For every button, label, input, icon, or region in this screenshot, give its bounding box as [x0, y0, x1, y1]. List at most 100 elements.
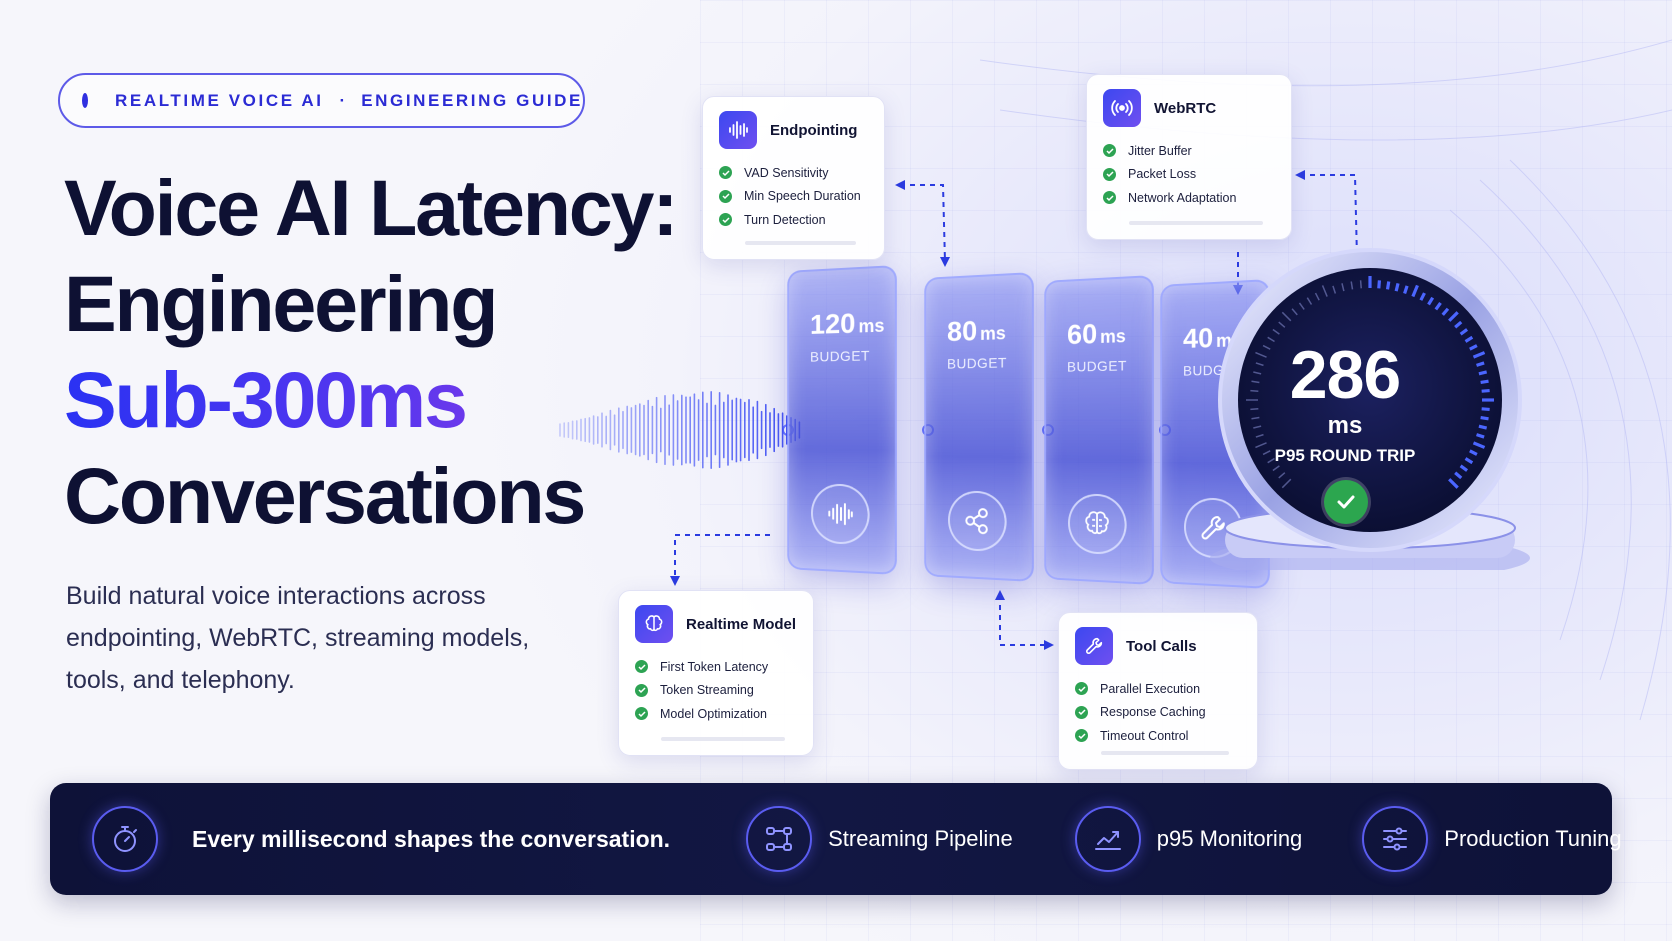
gauge-tick: [1332, 285, 1337, 294]
list-item: Jitter Buffer: [1103, 139, 1291, 163]
check-icon: [1103, 167, 1116, 181]
title-line-3-highlight: Sub-300ms: [64, 352, 676, 448]
check-icon: [719, 189, 732, 203]
check-icon: [1075, 705, 1088, 719]
gauge-tick: [1298, 302, 1305, 310]
gauge-tick: [1251, 416, 1260, 420]
gauge-tick: [1472, 351, 1486, 359]
waveform-icon: [719, 111, 757, 149]
check-icon: [635, 683, 648, 697]
gauge-tick: [1262, 450, 1271, 456]
gauge-label: P95 ROUND TRIP: [1274, 446, 1416, 465]
gauge-tick: [1472, 441, 1486, 449]
card-list: Parallel Execution Response Caching Time…: [1075, 677, 1257, 748]
check-icon: [1103, 144, 1116, 158]
gauge-tick: [1464, 335, 1474, 343]
list-item: First Token Latency: [635, 655, 813, 679]
gauge-tick: [1427, 296, 1435, 306]
list-item: Parallel Execution: [1075, 677, 1257, 701]
list-item: Turn Detection: [719, 208, 884, 232]
banner-item-tuning: Production Tuning: [1444, 826, 1622, 851]
card-title: Realtime Model: [686, 615, 797, 633]
gauge-ticks: [1246, 276, 1494, 489]
banner-item-monitoring: p95 Monitoring: [1156, 826, 1303, 851]
stopwatch-icon: [92, 806, 158, 872]
card-progress-bar: [745, 241, 856, 245]
banner-tagline: Every millisecond shapes the conversatio…: [192, 825, 671, 852]
card-list: First Token Latency Token Streaming Mode…: [635, 655, 813, 726]
gauge-tick: [1250, 408, 1259, 411]
list-item: Response Caching: [1075, 701, 1257, 725]
wrench-icon: [1075, 627, 1113, 665]
gauge-tick: [1480, 379, 1489, 385]
card-list: VAD Sensitivity Min Speech Duration Turn…: [719, 161, 884, 232]
check-icon: [1075, 682, 1088, 696]
gauge-tick: [1255, 442, 1267, 449]
title-line-1: Voice AI Latency:: [64, 163, 679, 252]
list-item: Network Adaptation: [1103, 186, 1291, 210]
list-item: Packet Loss: [1103, 163, 1291, 187]
banner-item-streaming: Streaming Pipeline: [828, 826, 1013, 851]
title-line-2: Engineering: [64, 259, 498, 348]
gauge-tick: [1278, 321, 1286, 328]
check-icon: [1103, 191, 1116, 205]
gauge-tick: [1341, 283, 1345, 292]
panel-label: BUDGET: [810, 347, 870, 365]
card-title: Tool Calls: [1126, 637, 1197, 655]
voice-waveform: [559, 391, 801, 469]
brain-icon: [635, 605, 673, 643]
card-progress-bar: [1101, 751, 1229, 755]
gauge-tick: [1314, 292, 1320, 301]
gauge-tick: [1469, 449, 1478, 456]
gauge-tick: [1469, 344, 1478, 351]
gauge-tick: [1448, 311, 1459, 322]
check-icon: [719, 213, 732, 227]
gauge-tick: [1419, 292, 1426, 301]
broadcast-icon: [1103, 89, 1141, 127]
gauge-tick: [1481, 407, 1490, 412]
gauge-tick: [1476, 361, 1485, 367]
gauge-tick: [1454, 471, 1463, 480]
gauge-tick: [1255, 362, 1264, 367]
check-icon: [635, 660, 648, 674]
gauge-tick: [1253, 425, 1262, 429]
check-icon: [1324, 480, 1368, 524]
badge-dot: [82, 93, 88, 108]
gauge-tick: [1459, 464, 1469, 472]
gauge-tick: [1359, 280, 1362, 289]
gauge-tick: [1481, 388, 1490, 393]
gauge-tick: [1267, 336, 1275, 343]
panel-label: BUDGET: [1067, 357, 1127, 375]
subtitle: Build natural voice interactions across …: [66, 582, 530, 694]
check-icon: [1075, 729, 1088, 743]
panel-label: BUDGET: [947, 354, 1007, 372]
card-endpointing: Endpointing VAD Sensitivity Min Speech D…: [702, 96, 885, 260]
gauge-tick: [1262, 344, 1271, 350]
card-realtime-model: Realtime Model First Token Latency Token…: [618, 590, 814, 756]
gauge-tick: [1291, 308, 1298, 316]
check-icon: [635, 707, 648, 721]
category-badge: REALTIME VOICE AI · ENGINEERING GUIDE: [58, 73, 585, 128]
brain-icon: [1067, 493, 1127, 556]
gauge-tick: [1385, 281, 1391, 290]
gauge-tick: [1255, 433, 1264, 438]
sliders-icon: [1362, 806, 1429, 872]
gauge-tick: [1251, 380, 1260, 384]
gauge-tick: [1464, 457, 1474, 465]
gauge-tick: [1478, 370, 1488, 376]
title-line-4: Conversations: [64, 451, 586, 540]
list-item: VAD Sensitivity: [719, 161, 884, 185]
gauge-tick: [1321, 285, 1328, 297]
gauge-tick: [1255, 351, 1267, 358]
gauge-tick: [1253, 371, 1262, 375]
latency-gauge: [1210, 248, 1530, 570]
gauge-tick: [1459, 328, 1469, 336]
gauge-tick: [1403, 285, 1409, 294]
gauge-tick: [1272, 465, 1280, 472]
gauge-unit: ms: [1327, 412, 1363, 439]
card-title: Endpointing: [770, 121, 858, 139]
page-title: Voice AI Latency: Engineering Sub-300ms …: [64, 160, 679, 544]
